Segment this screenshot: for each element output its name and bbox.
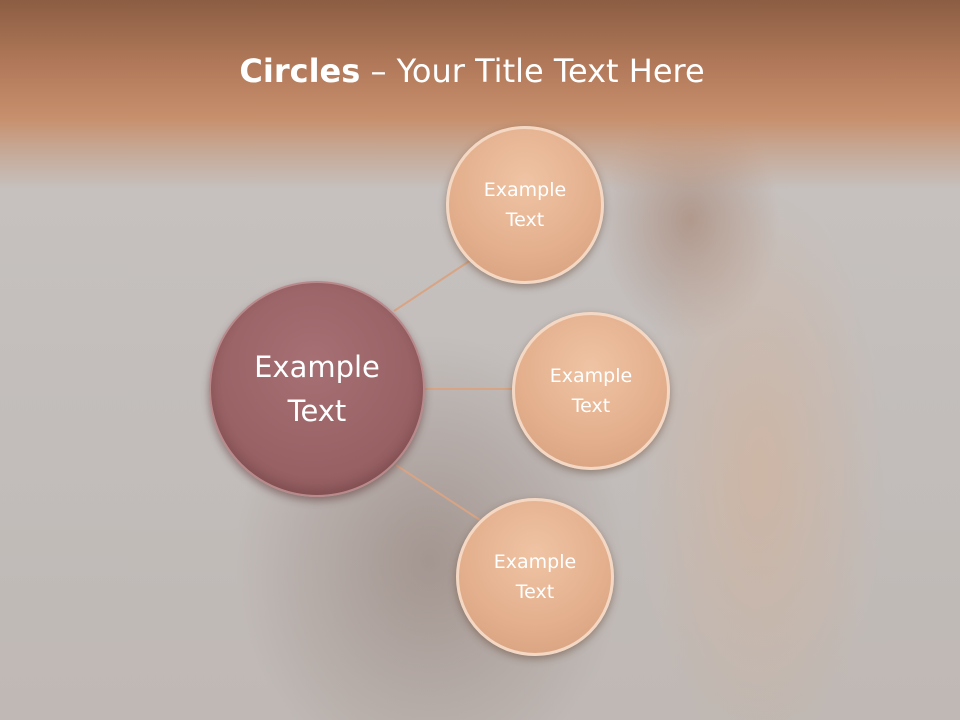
satellite-top-line1: Example <box>483 179 567 201</box>
title-bold-part: Circles <box>239 52 361 90</box>
title-rest-part: – Your Title Text Here <box>360 52 705 90</box>
center-text-line1: Example <box>254 350 380 384</box>
center-circle[interactable]: Example Text <box>209 281 425 497</box>
satellite-circle-bottom[interactable]: Example Text <box>456 498 614 656</box>
satellite-middle-text: Example Text <box>550 361 632 421</box>
slide-title[interactable]: Circles – Your Title Text Here <box>0 52 944 90</box>
satellite-top-text: Example Text <box>484 175 566 235</box>
center-text-line2: Text <box>287 394 347 428</box>
satellite-middle-line1: Example <box>549 365 633 387</box>
satellite-bottom-line2: Text <box>515 581 555 603</box>
satellite-bottom-line1: Example <box>493 551 577 573</box>
center-circle-text: Example Text <box>254 345 380 433</box>
satellite-middle-line2: Text <box>571 395 611 417</box>
satellite-circle-top[interactable]: Example Text <box>446 126 604 284</box>
connector-bottom <box>395 464 481 521</box>
satellite-circle-middle[interactable]: Example Text <box>512 312 670 470</box>
satellite-bottom-text: Example Text <box>494 547 576 607</box>
connector-top <box>393 257 475 312</box>
satellite-top-line2: Text <box>505 209 545 231</box>
